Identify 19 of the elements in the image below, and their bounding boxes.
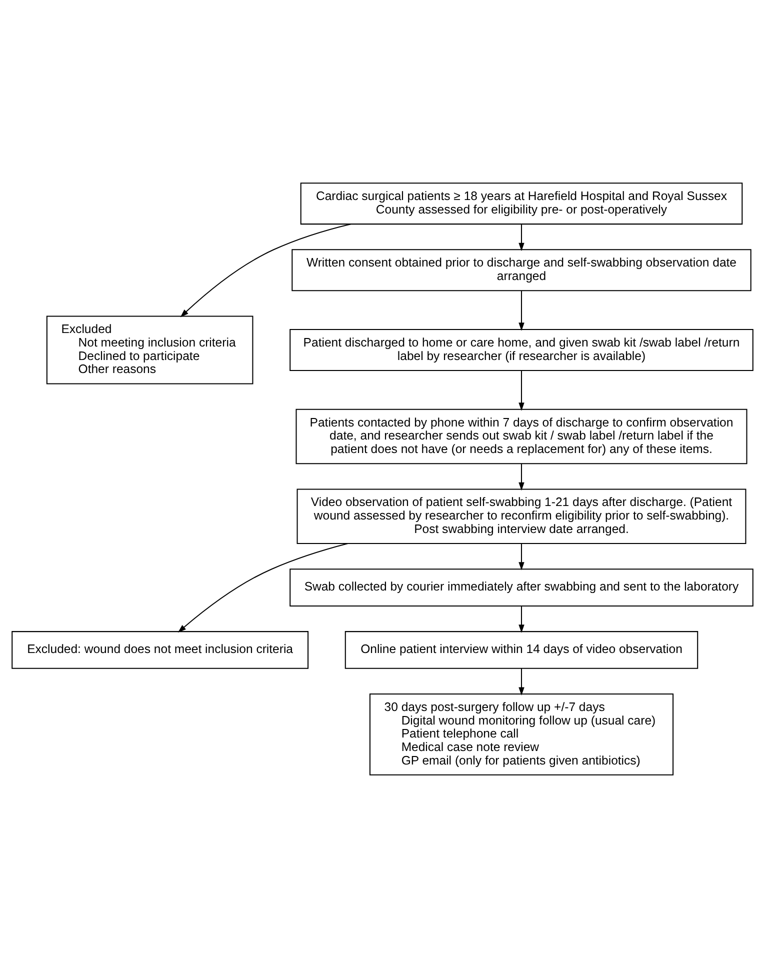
arrow — [178, 542, 348, 632]
arrow — [518, 606, 524, 632]
node-box: Video observation of patient self-swabbing 1-21 days after discharge. (Patient wound assessed by researcher to reconfirm eligibility prior to self-swabbing). Post swabbing interview date arranged. — [296, 488, 746, 544]
node-box: Excluded: wound does not meet inclusion criteria — [12, 630, 309, 668]
arrow — [518, 290, 524, 330]
arrow — [518, 543, 524, 570]
node-box: Patients contacted by phone within 7 days of discharge to confirm observation date, and researcher sends out swab kit / swab label /return label if the patient does not have (or needs a replacement for) any of these items. — [296, 408, 748, 464]
node-box: Written consent obtained prior to discharge and self-swabbing observation date arranged — [292, 248, 752, 291]
node-box: Swab collected by courier immediately after swabbing and sent to the laboratory — [290, 568, 754, 606]
arrow — [180, 223, 351, 317]
node-box: 30 days post-surgery follow up +/-7 days Digital wound monitoring follow up (usual care) Patient telephone call Medical case note review GP email (only for patients given antibiotics) — [369, 693, 674, 775]
arrow — [518, 463, 524, 490]
node-box: Online patient interview within 14 days of video observation — [344, 630, 698, 668]
node-box: Excluded Not meeting inclusion criteria Declined to participate Other reasons — [46, 315, 254, 384]
node-box: Cardiac surgical patients ≥ 18 years at Harefield Hospital and Royal Sussex County assessed for eligibility pre- or post-operatively — [300, 182, 743, 224]
arrow — [518, 370, 524, 410]
arrow — [518, 668, 524, 695]
arrow — [518, 224, 524, 251]
node-box: Patient discharged to home or care home, and given swab kit /swab label /return label by researcher (if researcher is available) — [290, 328, 754, 370]
